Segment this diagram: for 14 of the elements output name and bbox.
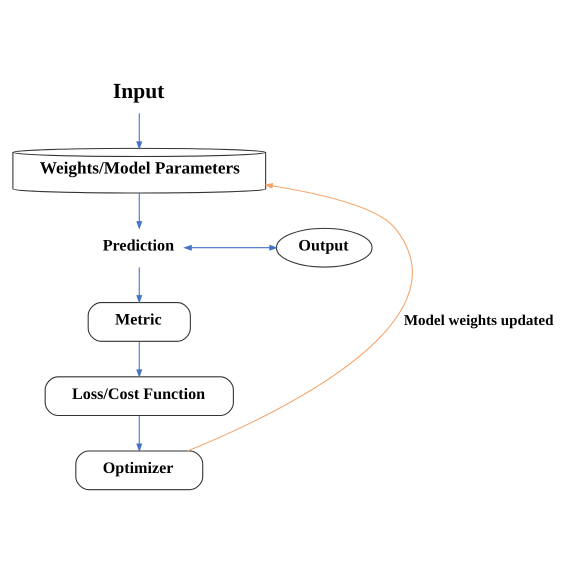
node-box: Loss/Cost Function [44, 376, 234, 416]
arrow [136, 112, 142, 150]
node-text: Prediction [102, 236, 174, 254]
node-box: Optimizer [75, 450, 204, 490]
arrow [136, 266, 142, 304]
edge-label: Model weights updated [404, 312, 554, 328]
node-box: Metric [88, 302, 191, 342]
arrow [136, 341, 142, 378]
arrow [136, 192, 142, 230]
arrow [183, 244, 278, 250]
node-text: Input [112, 78, 164, 102]
node-ellipse: Output [276, 227, 373, 268]
arrow [136, 415, 142, 452]
arrow [188, 182, 413, 451]
